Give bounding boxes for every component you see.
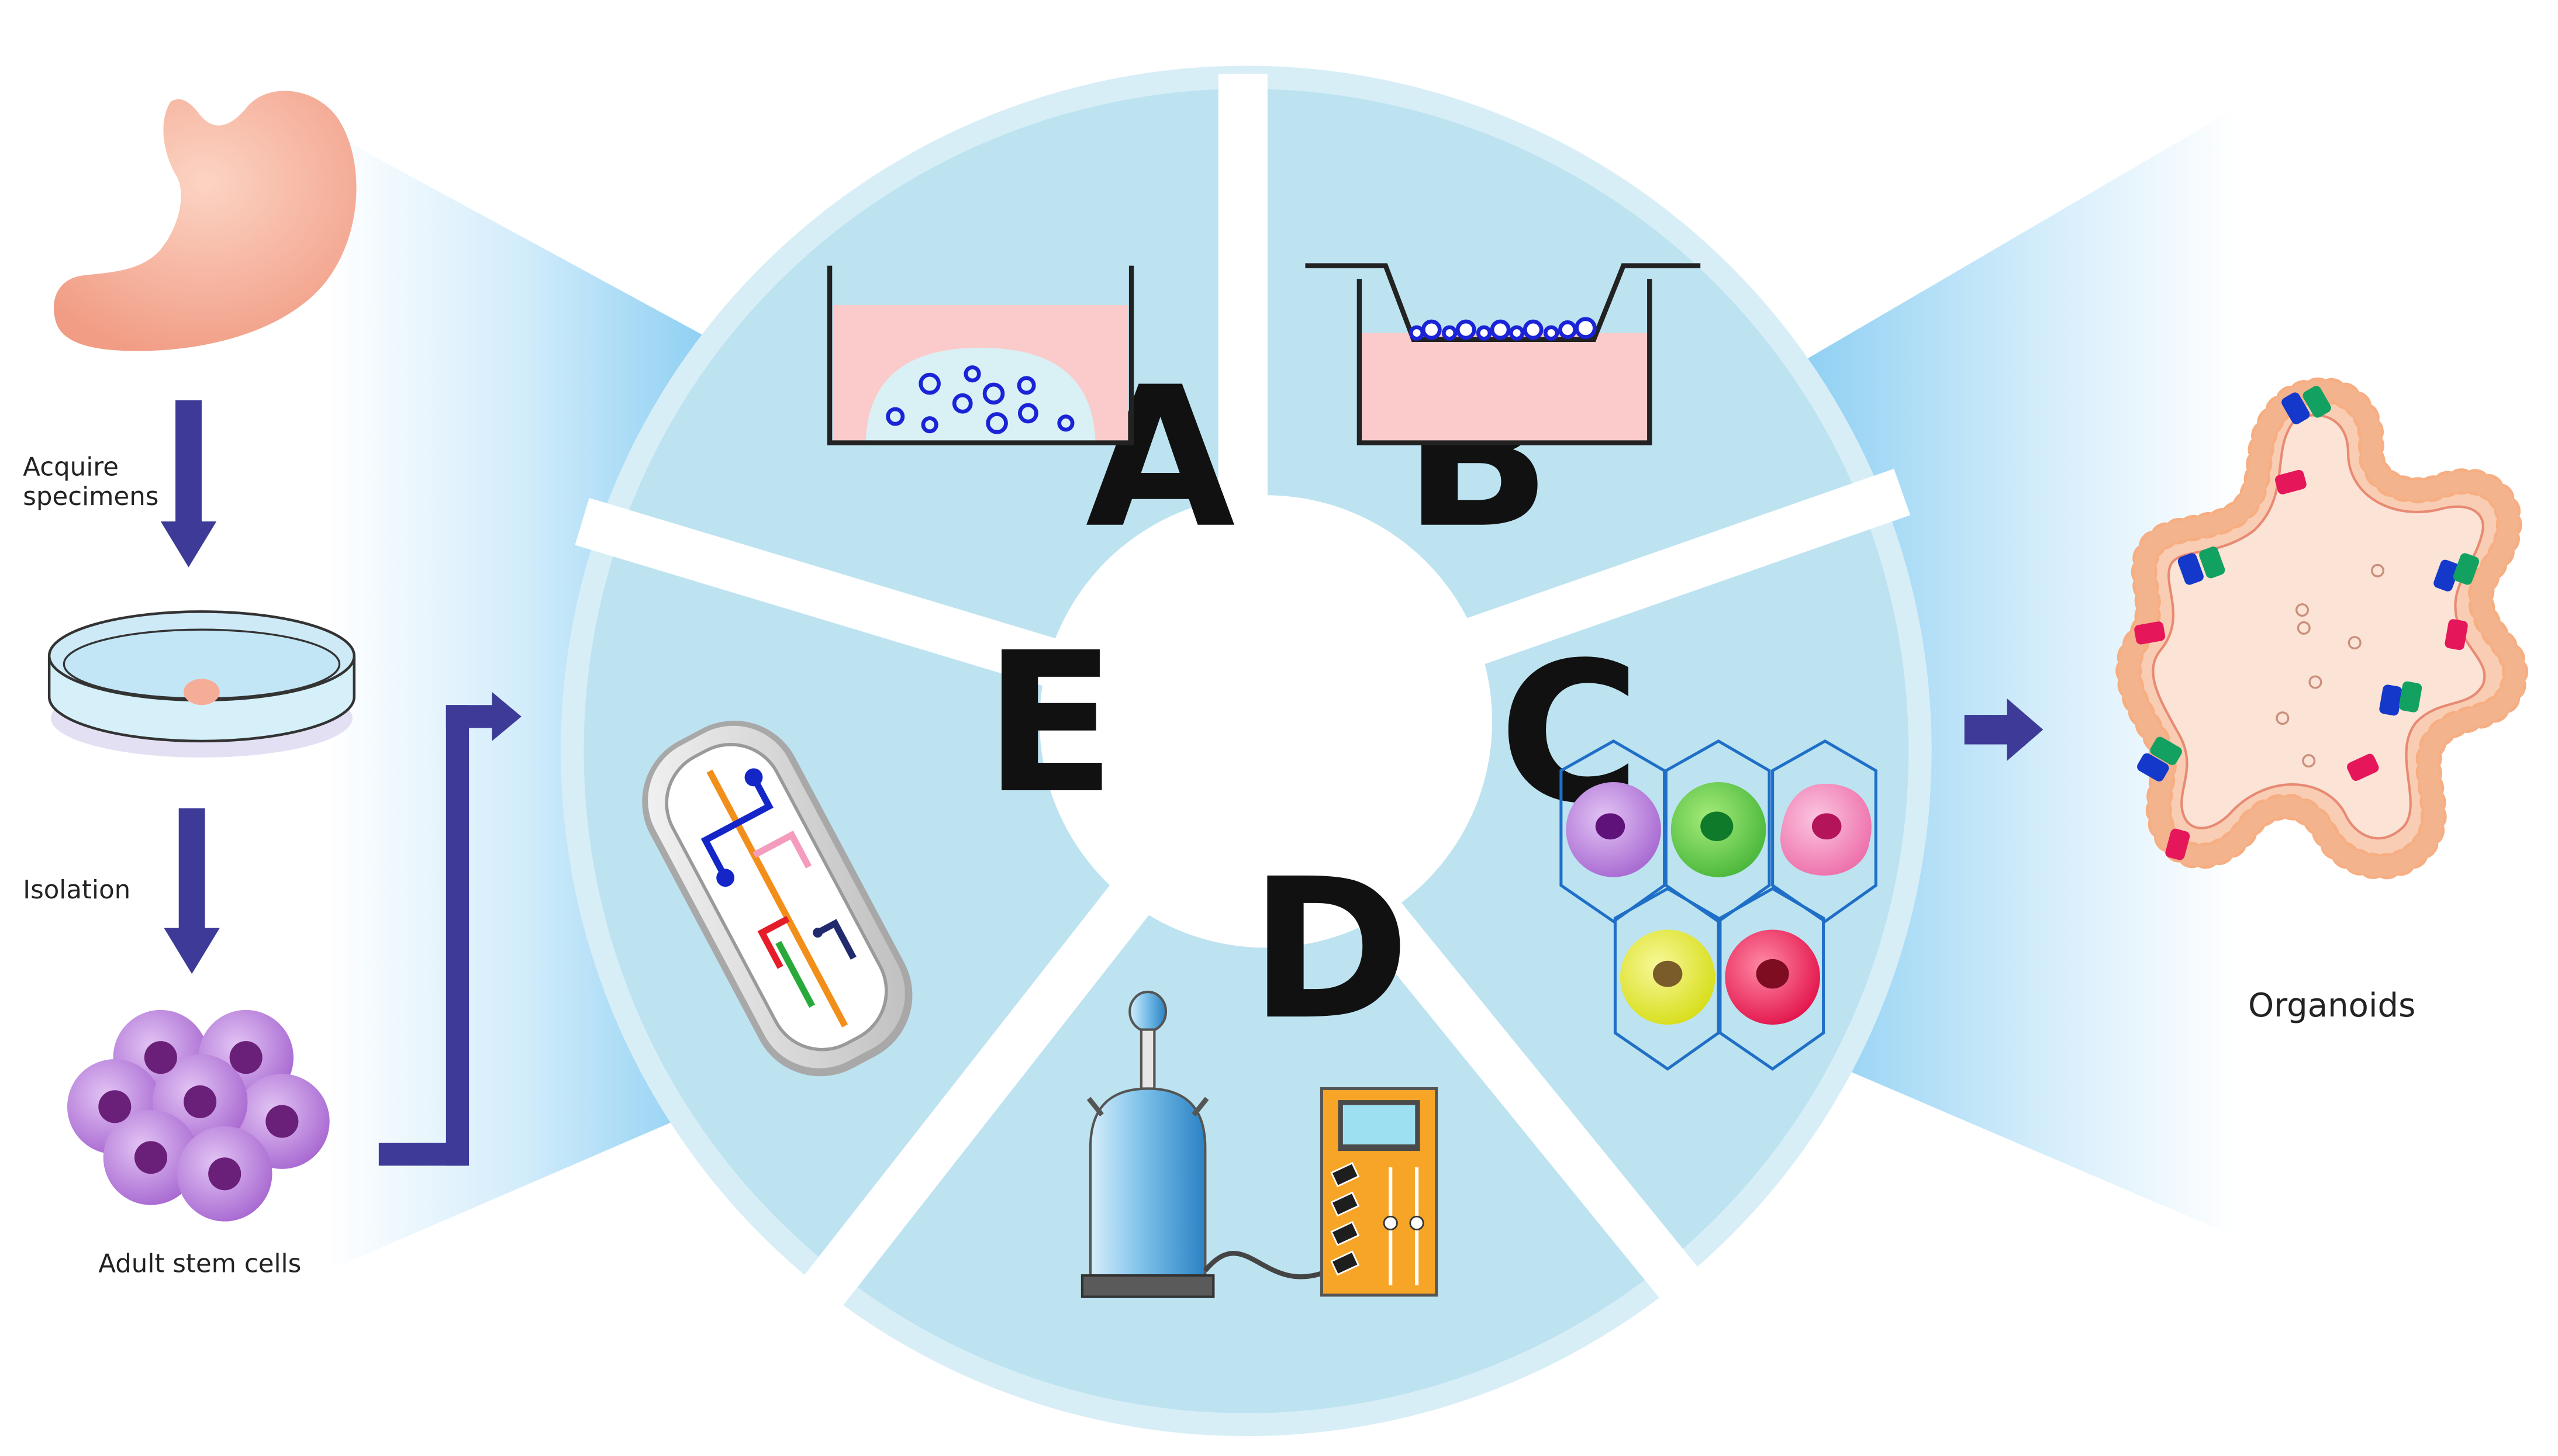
cell-grid-icon — [1559, 739, 1877, 1071]
culture-well-icon — [827, 265, 1134, 445]
organoids-label: Organoids — [2248, 987, 2415, 1025]
acquire-label-line2: specimens — [23, 482, 158, 511]
bioreactor-icon — [1080, 990, 1438, 1298]
petri-dish-icon — [47, 610, 356, 758]
transwell-insert-icon — [1305, 263, 1701, 445]
stem-cells-icon — [67, 1009, 330, 1222]
segment-letter-e: E — [984, 611, 1116, 836]
down-arrow-2 — [164, 808, 220, 974]
organoid-icon — [2115, 377, 2529, 880]
stomach-icon — [53, 91, 357, 351]
elbow-arrow — [378, 691, 522, 1166]
right-beam — [1803, 106, 2239, 1238]
adult-stem-cells-label: Adult stem cells — [98, 1250, 301, 1279]
down-arrow-1 — [160, 400, 217, 568]
microfluidic-chip-icon — [642, 721, 913, 1077]
segment-letter-d: D — [1249, 838, 1410, 1063]
right-arrow — [1964, 698, 2043, 761]
isolation-label: Isolation — [23, 876, 130, 905]
acquire-label-line1: Acquire — [23, 453, 119, 482]
